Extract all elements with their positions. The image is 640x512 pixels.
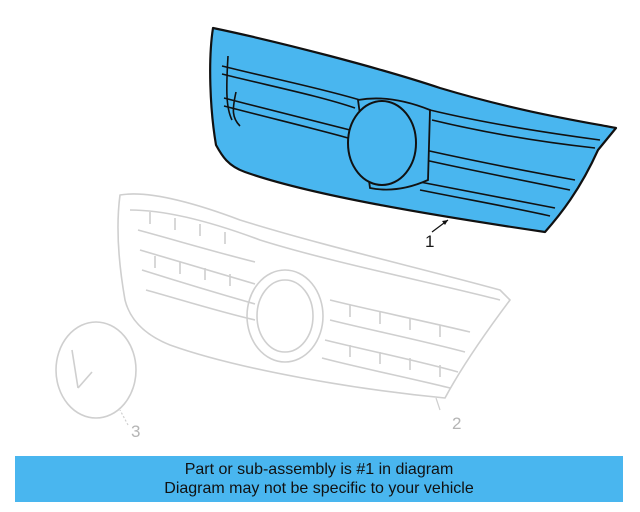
- banner-line-2: Diagram may not be specific to your vehi…: [164, 480, 474, 497]
- grille-housing-part-2: [117, 193, 511, 399]
- callout-label-2: 2: [452, 414, 462, 433]
- grille-part-1: [209, 26, 618, 234]
- callout-label-1: 1: [425, 232, 435, 251]
- info-banner: Part or sub-assembly is #1 in diagram Di…: [15, 456, 623, 502]
- leader-line-2: [435, 397, 441, 411]
- leader-line-3: [119, 409, 129, 426]
- callout-label-3: 3: [131, 422, 141, 441]
- emblem-part-3: [55, 321, 137, 419]
- parts-diagram: [55, 26, 618, 426]
- banner-line-1: Part or sub-assembly is #1 in diagram: [184, 461, 454, 478]
